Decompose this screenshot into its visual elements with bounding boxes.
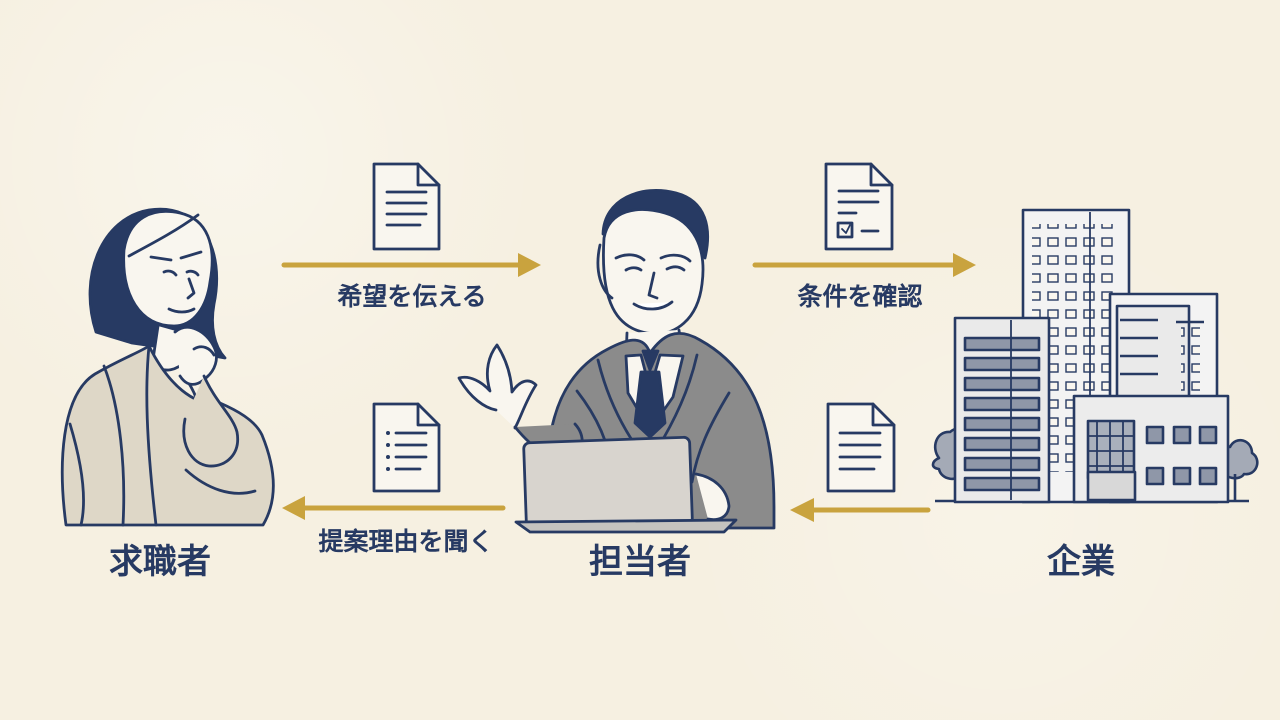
arrow-agent-to-company (752, 253, 976, 277)
job-seeker-figure (60, 207, 275, 527)
role-label-agent: 担当者 (589, 542, 691, 582)
arrow-company-to-agent (790, 498, 931, 522)
checklist-document-icon (372, 402, 441, 493)
arrow-seeker-to-agent (281, 253, 541, 277)
flow-label-agent-to-company: 条件を確認 (797, 282, 923, 311)
flow-label-seeker-to-agent: 希望を伝える (337, 282, 487, 311)
document-icon (372, 162, 441, 251)
role-label-job-seeker: 求職者 (109, 542, 211, 582)
arrow-agent-to-seeker (282, 496, 506, 520)
document-icon (824, 162, 894, 251)
agent-figure (457, 189, 776, 534)
flow-label-agent-to-seeker: 提案理由を聞く (318, 527, 494, 556)
office-buildings-icon (931, 208, 1259, 504)
document-icon (826, 402, 896, 493)
role-label-company: 企業 (1047, 542, 1115, 582)
